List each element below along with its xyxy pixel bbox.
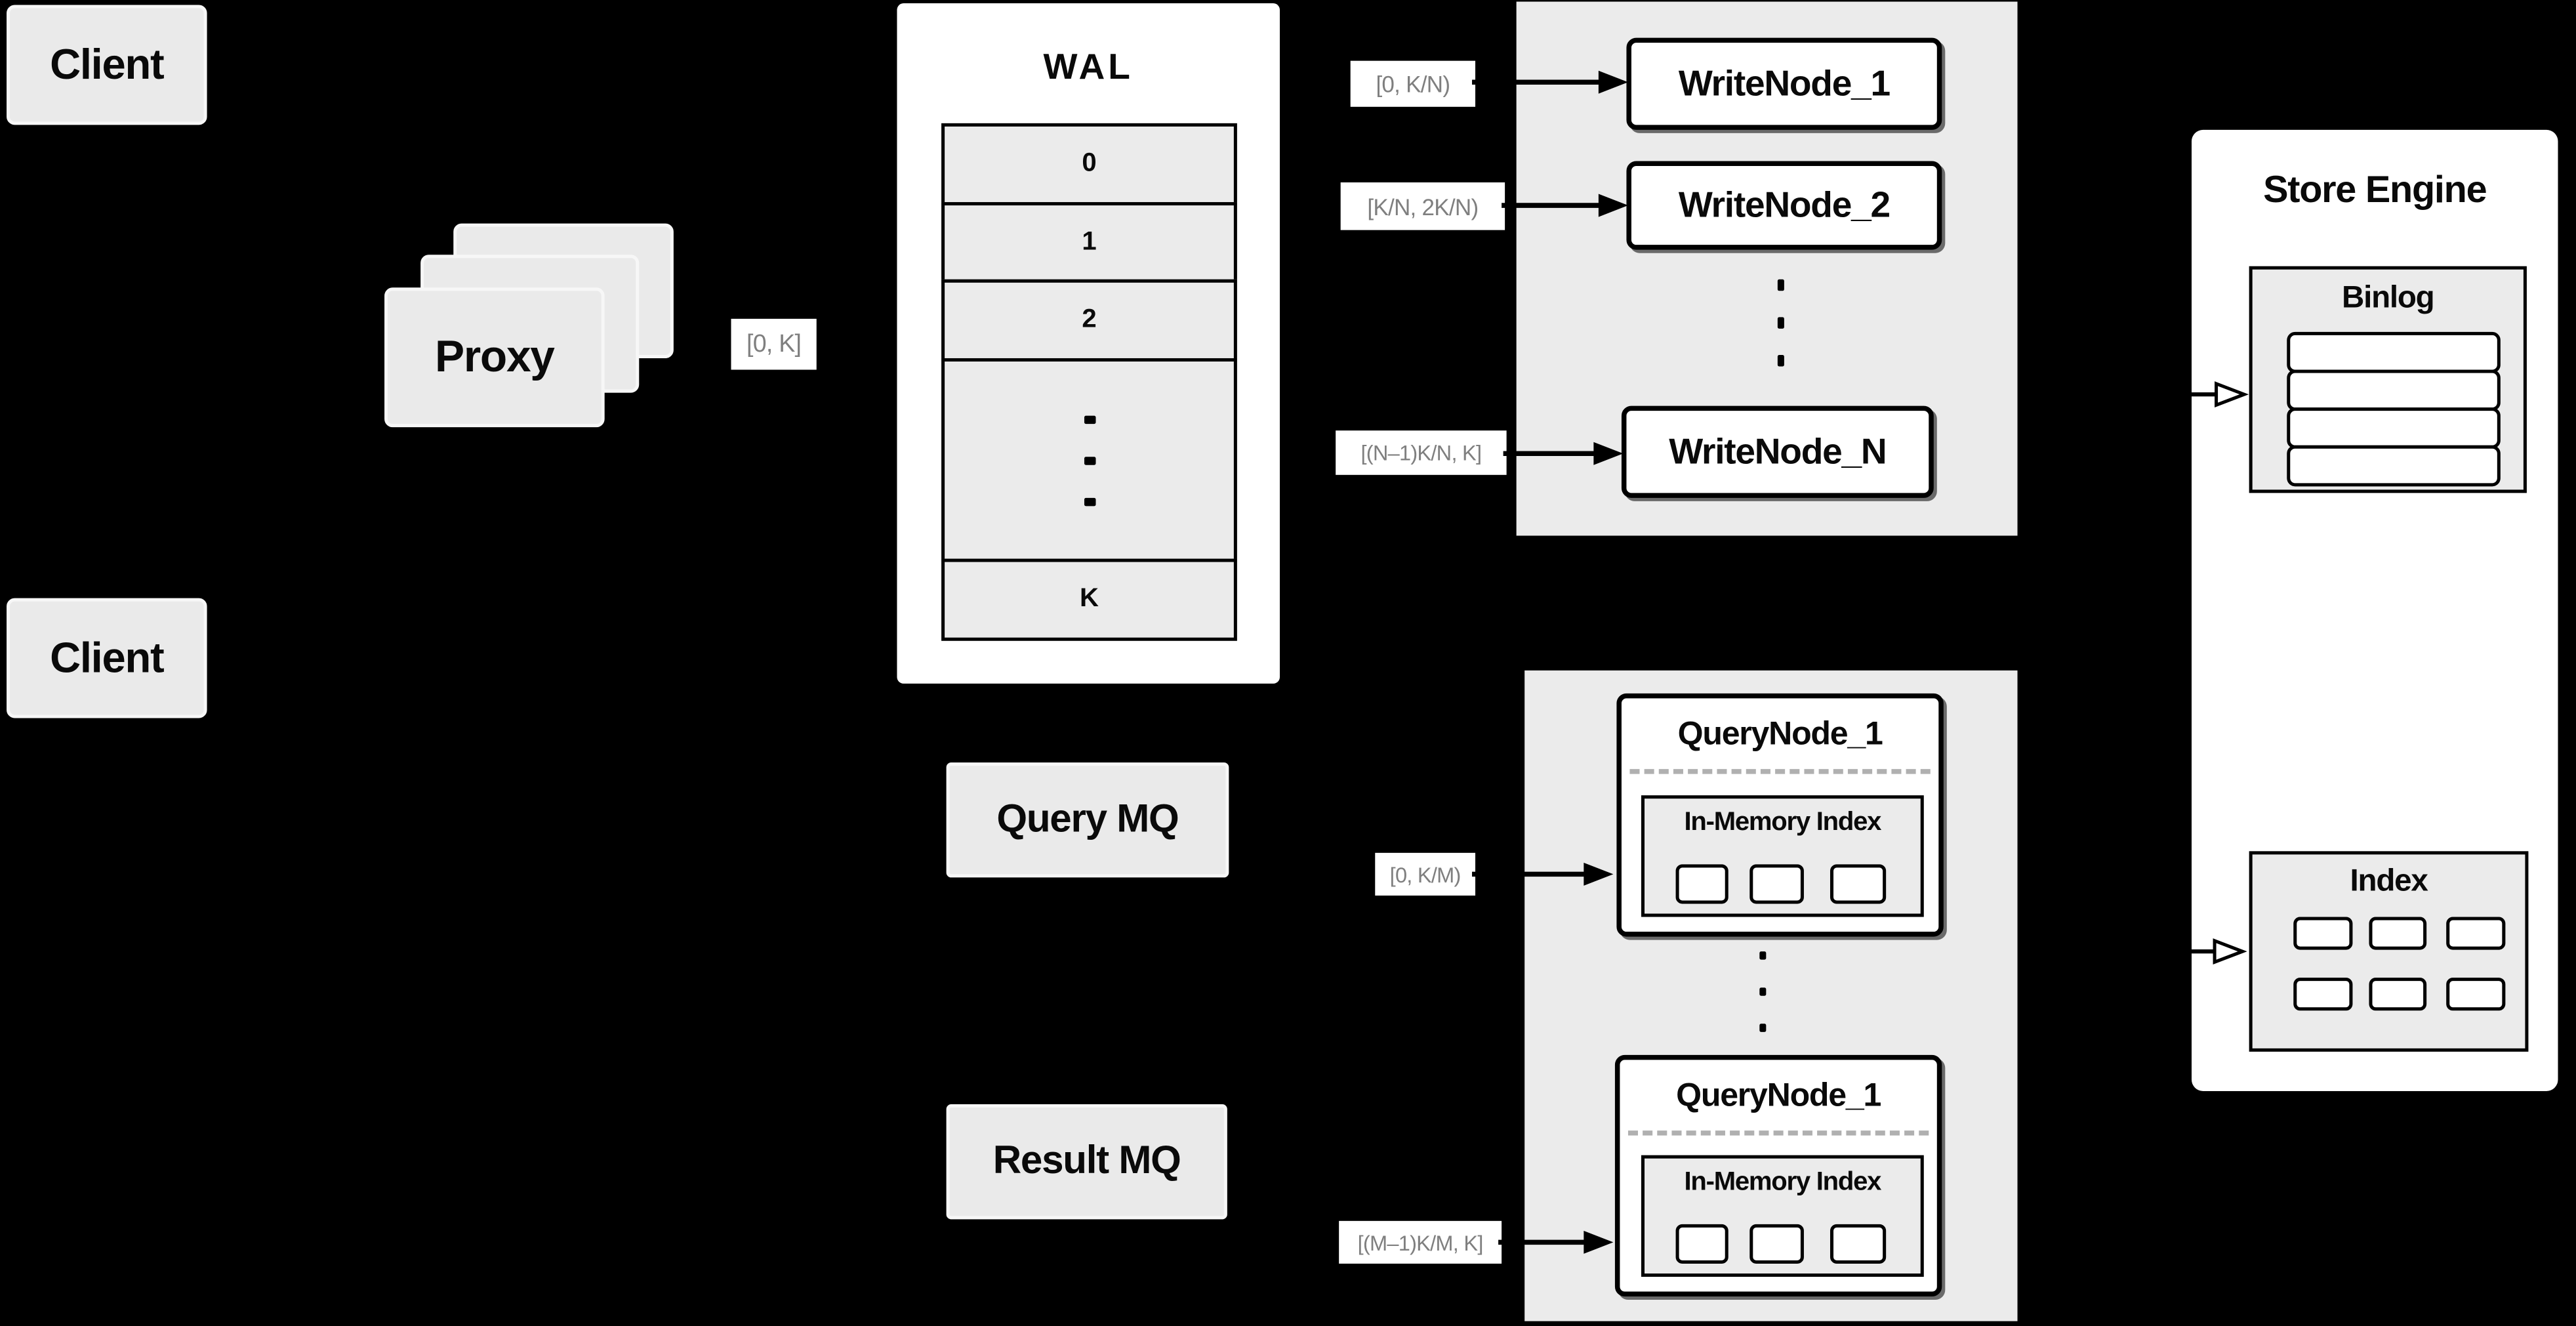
arrow-to-write-node-2 [1502,194,1628,217]
vertical-ellipsis-icon [1083,497,1095,506]
range-label-proxy: [0, K] [731,318,817,370]
query-node-ellipsis [1759,951,1767,1032]
write-node-2: WriteNode_2 [1626,161,1942,250]
client-box-bottom: Client [7,598,207,718]
binlog-row [2287,445,2501,487]
proxy-label: Proxy [434,331,555,382]
vertical-ellipsis-icon [1083,415,1095,423]
memory-cell [1830,864,1887,904]
range-label-write-n: [(N–1)K/N, K] [1336,430,1507,475]
binlog-row [2287,407,2501,449]
index-cell [2293,917,2353,950]
in-memory-index-box: In-Memory Index [1641,1155,1924,1277]
store-engine-title: Store Engine [2263,167,2487,211]
client-label: Client [50,39,165,89]
binlog-rows [2287,331,2501,487]
query-node-top: QueryNode_1 In-Memory Index [1616,693,1944,937]
memory-cell [1675,864,1728,904]
wal-title: WAL [1043,46,1134,87]
dashed-divider [1629,769,1931,774]
wal-slot: 1 [941,202,1237,283]
wal-slot: 2 [941,279,1237,362]
in-memory-index-label: In-Memory Index [1684,808,1882,837]
hollow-arrow-to-index [2161,938,2247,965]
wal-slot-last: K [941,558,1237,641]
binlog-row [2287,369,2501,411]
memory-cell [1749,1224,1804,1264]
proxy-box-front: Proxy [384,287,605,428]
write-node-ellipsis [1777,279,1784,367]
index-cell [2369,978,2427,1011]
index-cell [2446,978,2506,1011]
range-label-write-1: [0, K/N) [1350,60,1476,107]
client-box-top: Client [7,5,207,125]
client-label: Client [50,632,165,682]
wal-slot: 0 [941,123,1237,206]
hollow-arrow-to-binlog [2161,381,2249,407]
arrow-to-write-node-1 [1472,70,1628,94]
wal-ellipsis-slot [941,358,1237,562]
arrow-to-query-node-top [1472,862,1614,886]
index-cell [2369,917,2427,950]
write-node-n: WriteNode_N [1621,405,1934,498]
query-node-bottom: QueryNode_1 In-Memory Index [1614,1054,1942,1297]
range-label-query-1: [0, K/M) [1375,852,1476,896]
query-node-title: QueryNode_1 [1677,716,1883,753]
memory-cell [1675,1224,1728,1264]
arrow-to-query-node-bottom [1498,1230,1614,1254]
index-cell [2446,917,2506,950]
dashed-divider [1627,1130,1929,1136]
index-box: Index [2249,851,2529,1052]
index-title: Index [2350,864,2428,899]
in-memory-index-box: In-Memory Index [1641,795,1924,917]
vertical-ellipsis-icon [1083,455,1095,465]
binlog-box: Binlog [2249,266,2527,493]
index-cell [2293,978,2353,1011]
range-label-query-m: [(M–1)K/M, K] [1339,1220,1502,1264]
query-mq-box: Query MQ [946,762,1229,878]
proxy-stack: Proxy [384,223,674,428]
wal-table: 0 1 2 K [941,123,1237,641]
arrow-to-write-node-n [1503,442,1624,465]
range-label-write-2: [K/N, 2K/N) [1340,182,1505,230]
store-engine-box: Store Engine Binlog Index [2192,129,2558,1091]
memory-cell [1749,864,1804,904]
write-node-1: WriteNode_1 [1626,37,1942,130]
memory-cell [1830,1224,1887,1264]
query-node-title: QueryNode_1 [1676,1077,1881,1115]
binlog-row [2287,331,2501,373]
result-mq-box: Result MQ [946,1104,1227,1220]
wal-box: WAL 0 1 2 K [897,3,1280,684]
in-memory-index-label: In-Memory Index [1684,1168,1882,1197]
binlog-title: Binlog [2342,281,2435,316]
